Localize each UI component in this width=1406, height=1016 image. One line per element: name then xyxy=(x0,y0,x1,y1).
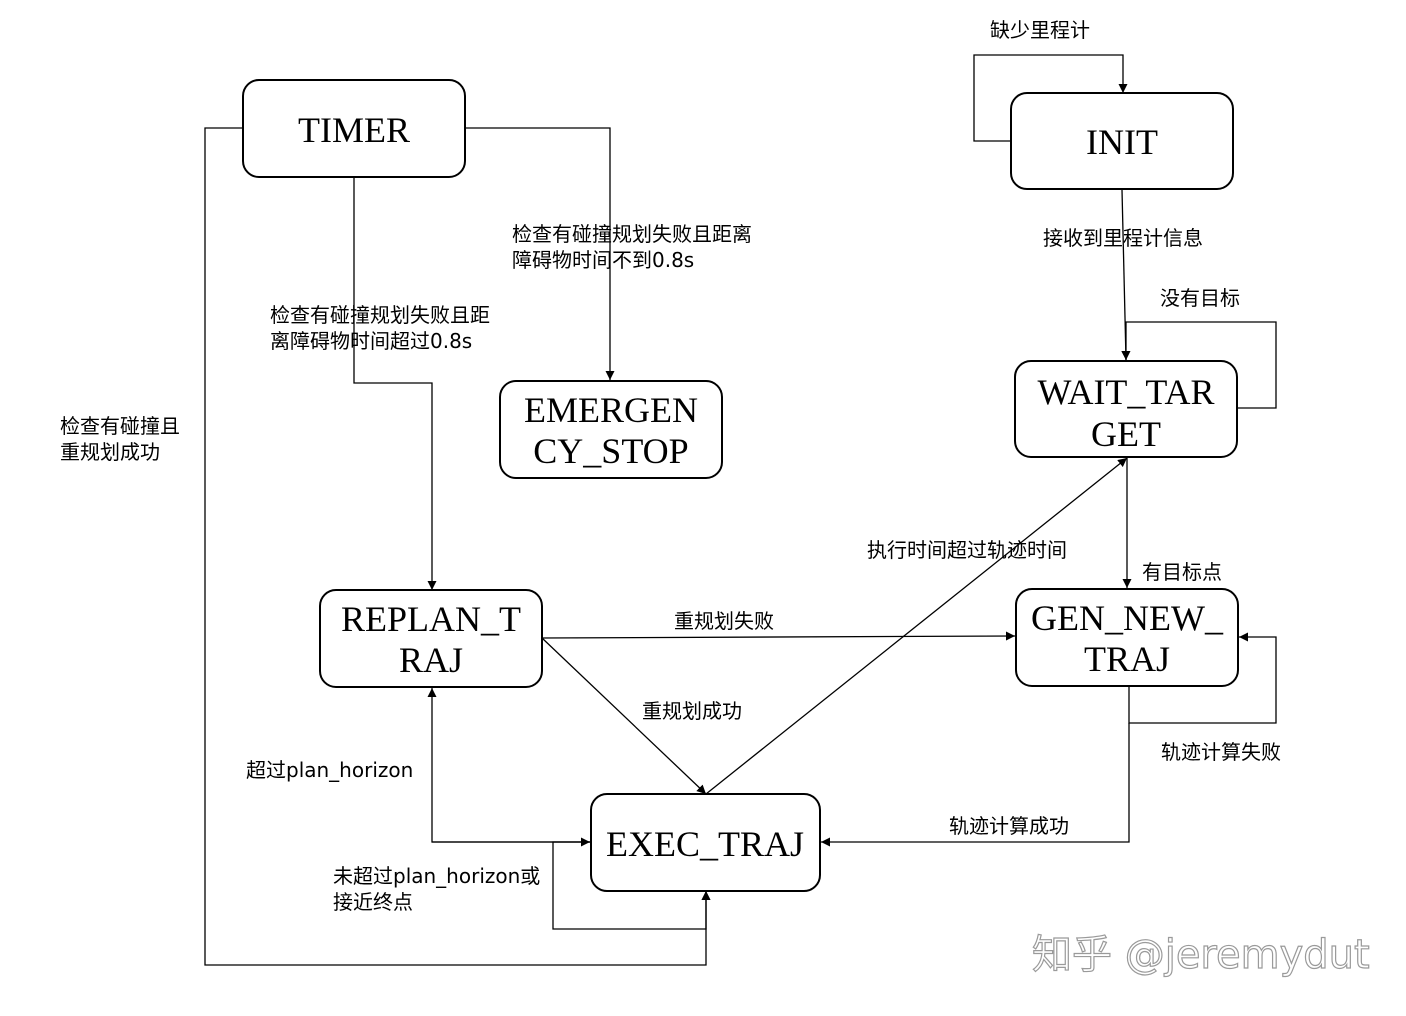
label-exec-time-exceeded: 执行时间超过轨迹时间 xyxy=(867,538,1067,562)
state-init: INIT xyxy=(1010,92,1234,190)
state-gen-new-traj-line-0: GEN_NEW_ xyxy=(1031,598,1224,638)
label-collision-emergency-line-0: 检查有碰撞规划失败且距离 xyxy=(512,222,752,246)
state-replan-traj: REPLAN_T RAJ xyxy=(319,589,543,688)
label-has-target: 有目标点 xyxy=(1142,560,1222,584)
label-lacking-odometer: 缺少里程计 xyxy=(990,18,1090,42)
state-wait-target-line-0: WAIT_TAR xyxy=(1037,372,1214,412)
state-wait-target: WAIT_TAR GET xyxy=(1014,360,1238,458)
label-collision-replan-success-line-0: 检查有碰撞且 xyxy=(60,414,180,438)
edge-init-self-loop xyxy=(973,54,1128,142)
edge-timer-to-replan-traj xyxy=(353,177,437,590)
label-collision-replan-line-1: 离障碍物时间超过0.8s xyxy=(270,329,472,353)
edge-gen-new-traj-self-loop xyxy=(1128,632,1277,724)
state-exec-traj: EXEC_TRAJ xyxy=(590,793,821,892)
label-collision-emergency-line-1: 障碍物时间不到0.8s xyxy=(512,248,694,272)
state-emergency-stop-line-1: CY_STOP xyxy=(533,431,688,471)
label-exceeded-horizon: 超过plan_horizon xyxy=(246,758,413,782)
state-gen-new-traj-line-1: TRAJ xyxy=(1084,639,1170,679)
label-no-target: 没有目标 xyxy=(1160,286,1240,310)
label-replan-success: 重规划成功 xyxy=(642,699,742,723)
edge-gen-new-traj-to-exec-traj xyxy=(821,723,1130,847)
state-emergency-stop: EMERGEN CY_STOP xyxy=(499,380,723,479)
label-collision-replan-success-line-1: 重规划成功 xyxy=(60,440,160,464)
state-timer-line-0: TIMER xyxy=(298,110,410,150)
label-received-odometer: 接收到里程计信息 xyxy=(1043,226,1203,250)
label-not-exceeded-horizon-line-1: 接近终点 xyxy=(333,890,413,914)
edge-init-to-wait-target xyxy=(1121,189,1131,361)
state-init-line-0: INIT xyxy=(1086,122,1158,162)
edge-timer-to-exec-traj xyxy=(204,127,711,966)
edge-replan-to-gen-new-traj xyxy=(541,631,1016,641)
state-timer: TIMER xyxy=(242,79,466,178)
edge-wait-target-self-loop xyxy=(1121,321,1277,409)
label-traj-calc-success: 轨迹计算成功 xyxy=(949,814,1069,838)
state-wait-target-line-1: GET xyxy=(1091,414,1161,454)
label-replan-failed: 重规划失败 xyxy=(674,609,774,633)
edge-exec-to-replan-traj xyxy=(427,688,590,843)
state-gen-new-traj: GEN_NEW_ TRAJ xyxy=(1015,588,1239,687)
label-not-exceeded-horizon-line-0: 未超过plan_horizon或 xyxy=(333,864,540,888)
label-traj-calc-failed: 轨迹计算失败 xyxy=(1161,740,1281,764)
label-collision-replan-line-0: 检查有碰撞规划失败且距 xyxy=(270,303,490,327)
edge-timer-to-emergency-stop xyxy=(466,127,615,380)
state-exec-traj-line-0: EXEC_TRAJ xyxy=(606,824,804,864)
edge-replan-to-exec-traj xyxy=(541,637,707,795)
state-replan-traj-line-1: RAJ xyxy=(399,640,463,680)
watermark-text: 知乎 @jeremydut xyxy=(1032,932,1370,978)
state-replan-traj-line-0: REPLAN_T xyxy=(341,599,521,639)
edge-exec-to-wait-target xyxy=(705,457,1128,795)
state-emergency-stop-line-0: EMERGEN xyxy=(524,390,698,430)
